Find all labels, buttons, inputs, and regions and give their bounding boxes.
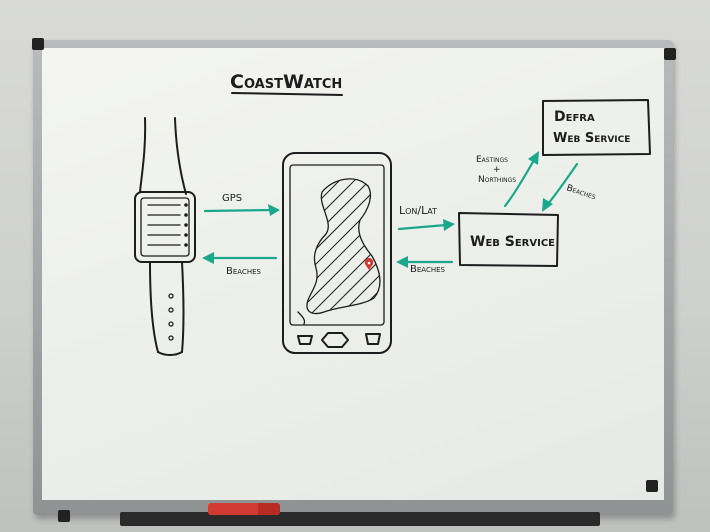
frame-corner-bottom-right	[646, 480, 658, 492]
plus-label: +	[493, 165, 501, 175]
beaches-to-watch-arrow	[202, 252, 278, 264]
gps-label: GPS	[222, 193, 242, 204]
frame-corner-top-left	[32, 38, 44, 50]
defra-label-line2: Web Service	[553, 131, 630, 146]
smartwatch-sketch	[134, 117, 196, 356]
beaches-watch-label: Beaches	[226, 266, 262, 277]
beaches-from-defra-arrow	[542, 162, 579, 212]
smartphone-sketch	[282, 152, 392, 354]
marker-tray	[120, 512, 600, 526]
lon-lat-arrow	[397, 219, 455, 231]
defra-label-line1: Defra	[554, 109, 595, 125]
coastline-map-sketch	[297, 178, 381, 325]
title-underline	[231, 92, 343, 96]
page-title: CoastWatch	[230, 71, 342, 93]
beaches-phone-label: Beaches	[410, 264, 446, 275]
web-service-box: Web Service	[458, 212, 559, 267]
eastings-label: Eastings	[476, 155, 508, 165]
lon-lat-label: Lon/Lat	[399, 204, 437, 217]
northings-label: Northings	[478, 175, 516, 185]
gps-arrow	[203, 204, 280, 216]
beaches-to-phone-arrow	[396, 256, 454, 268]
frame-corner-bottom-left	[58, 510, 70, 522]
beaches-defra-label: Beaches	[565, 183, 597, 202]
frame-corner-top-right	[664, 48, 676, 60]
marker-cap[interactable]	[258, 503, 280, 515]
defra-web-service-box: Defra Web Service	[542, 99, 651, 156]
web-service-label: Web Service	[470, 234, 555, 250]
eastings-northings-arrow	[503, 151, 539, 208]
map-pin-icon	[364, 258, 374, 270]
